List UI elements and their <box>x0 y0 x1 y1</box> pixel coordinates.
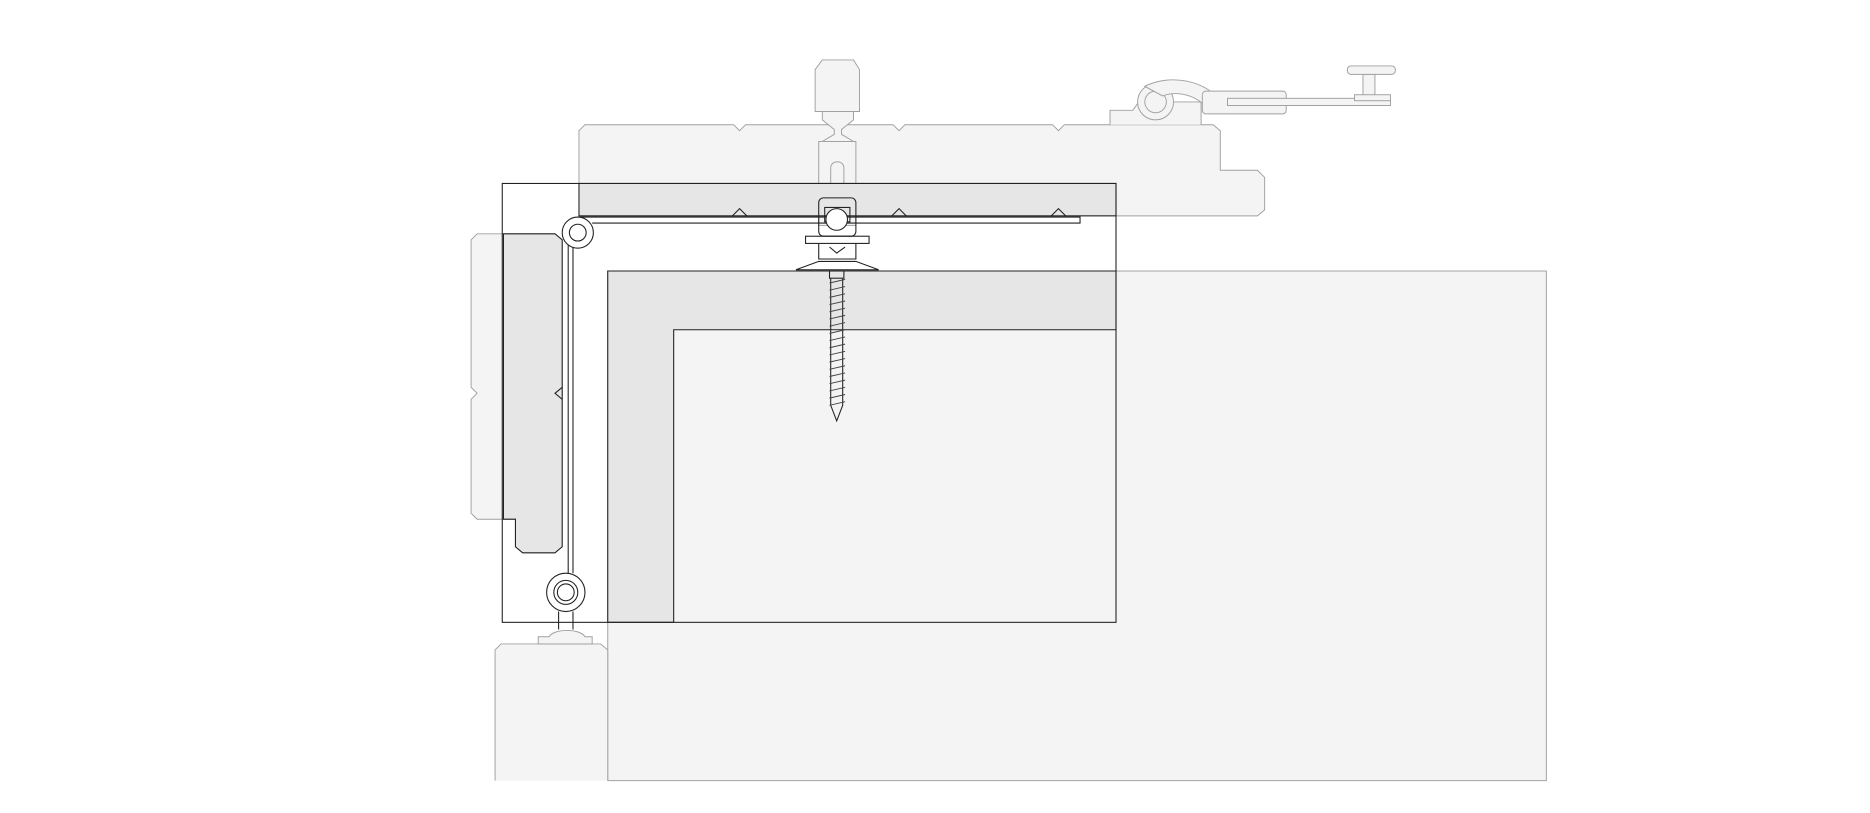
screw-neck <box>828 270 845 279</box>
frame-outline <box>501 182 1117 623</box>
bottom-pin-shaft <box>558 611 574 630</box>
lower-left-block <box>494 643 609 781</box>
screw-head <box>795 260 879 271</box>
bolt-ball <box>825 208 849 231</box>
latch-rod <box>1227 97 1391 107</box>
washer <box>804 235 870 244</box>
bottom-hinge-pin-core <box>556 583 575 602</box>
top-hinge-pin <box>568 223 587 242</box>
top-bolt-housing <box>814 59 860 112</box>
section-parts <box>502 182 1117 623</box>
bolt-collar <box>818 243 857 260</box>
outlines <box>501 182 1117 630</box>
notch-marks <box>554 207 1067 400</box>
large-panel <box>607 270 1547 782</box>
screw-shank <box>830 278 844 423</box>
latch-knob-stem <box>1362 73 1376 97</box>
latch-knob-base <box>1354 94 1391 102</box>
left-rail-cut <box>502 233 563 554</box>
top-rail-cut <box>578 182 1117 217</box>
screw-threads <box>829 278 846 406</box>
latch-knob <box>1346 65 1396 75</box>
lower-pin-foot <box>537 629 593 645</box>
